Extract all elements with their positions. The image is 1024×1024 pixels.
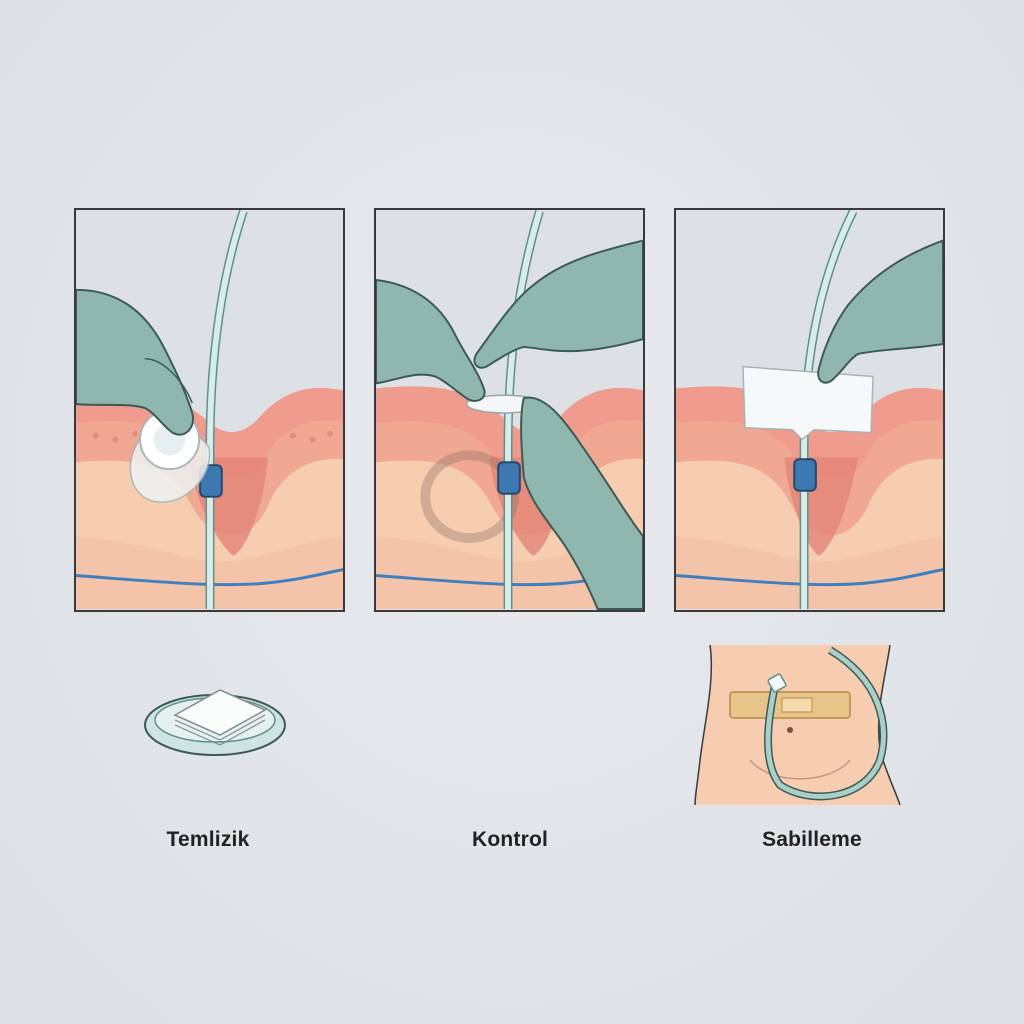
gloved-hand-right-bottom [520,396,643,610]
step-panel-securing [674,208,945,612]
gauze-dressing [742,365,874,441]
blood-vessel [676,568,943,587]
gloved-hand [817,239,943,384]
navel [787,727,793,733]
step-panel-cleaning [74,208,345,612]
step-label-check: Kontrol [471,828,549,851]
catheter-tube [207,210,247,610]
blood-vessel [76,568,343,587]
abdomen-tube-icon [694,644,901,806]
catheter-tube [765,647,886,799]
step-label-securing: Sabilleme [762,828,862,851]
cleaning-illustration [76,210,343,610]
step-label-cleaning: Temlizik [166,828,250,851]
step-panel-check [374,208,645,612]
inspection-circle [420,450,519,544]
catheter-cuff [497,461,521,495]
gloved-hand-right-top [473,239,643,369]
gauze-dish-icon [144,689,286,756]
gloved-hand-left [376,278,486,402]
catheter-cuff [793,458,817,492]
gloved-hand [76,288,195,436]
securing-illustration [676,210,943,610]
check-illustration [376,210,643,610]
fat-layer [676,536,943,610]
